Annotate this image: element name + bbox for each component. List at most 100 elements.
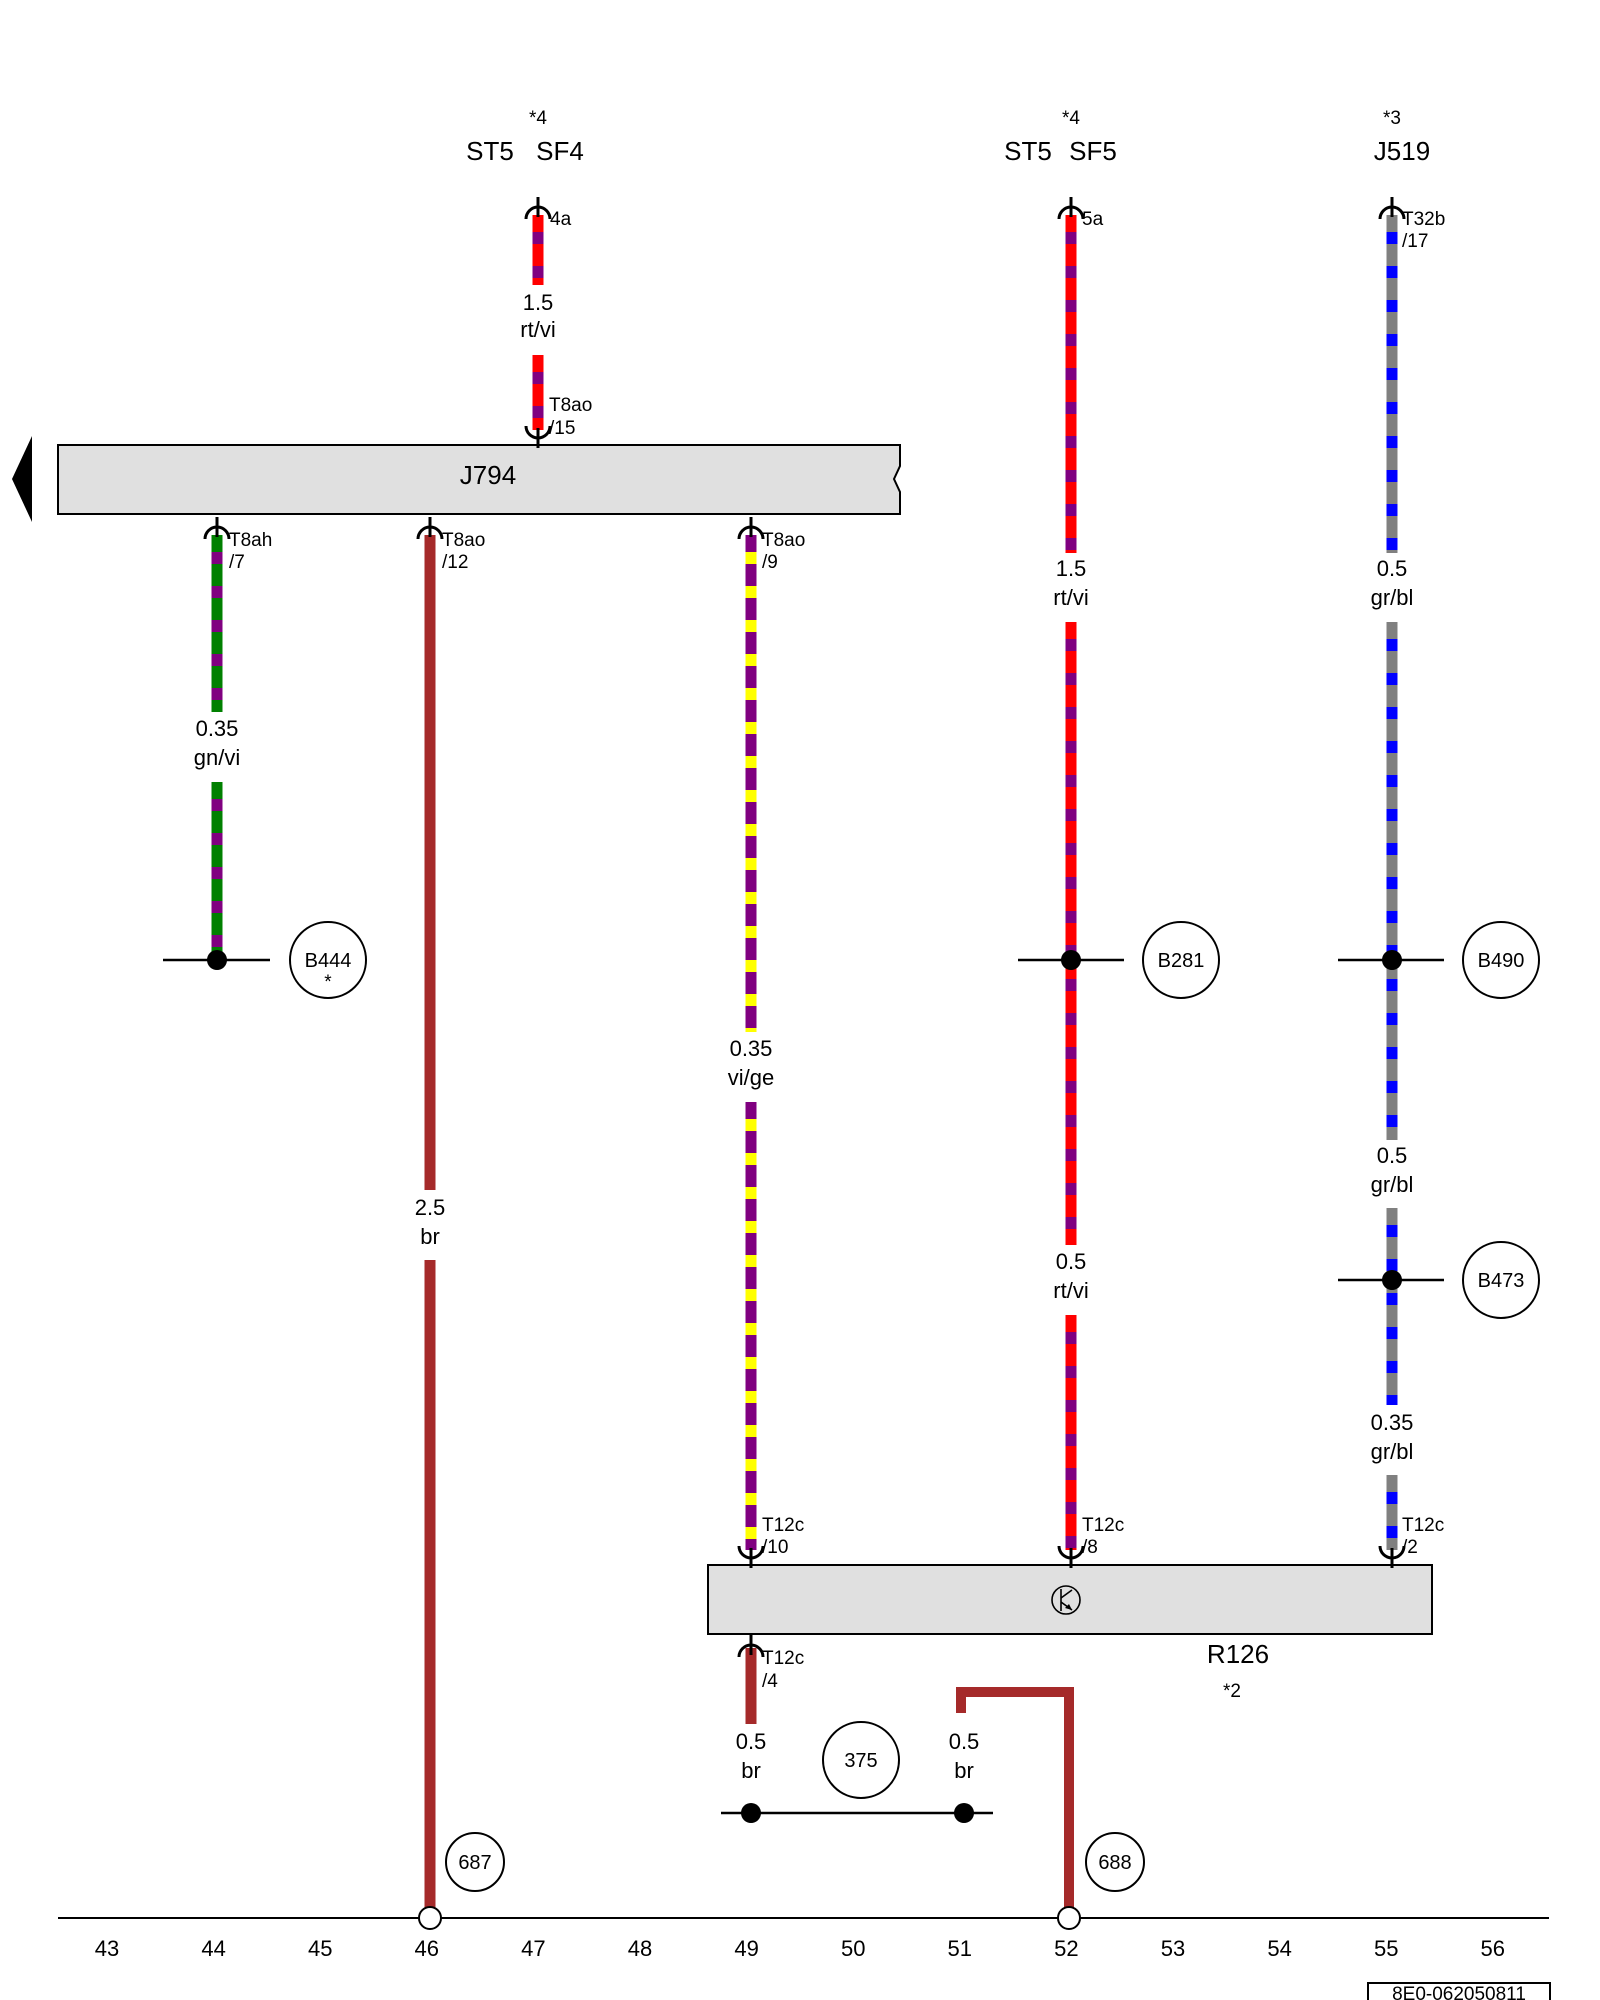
connection-point-687: 687 (445, 1832, 505, 1892)
connector-pin-icon (524, 197, 552, 220)
connector-pin-icon (203, 517, 231, 540)
document-id: 8E0-062050811 (1392, 1984, 1526, 2000)
wire-label-size: 1.5 (523, 290, 554, 315)
column-number: 46 (415, 1936, 439, 1961)
connection-point-375: 375 (822, 1721, 900, 1799)
component-r126-note: *2 (1223, 1681, 1241, 1702)
j794-arrow (12, 436, 32, 522)
pin-t12c-2: T12c (1402, 1515, 1444, 1536)
wire-label-size: 2.5 (415, 1195, 446, 1220)
label-sf4: SF4 (536, 136, 584, 166)
splice-dot (1061, 950, 1081, 970)
svg-text:B281: B281 (1158, 950, 1205, 972)
wire-label-size: 0.35 (196, 716, 239, 741)
splice-dot (207, 950, 227, 970)
connection-point-b473: B473 (1462, 1241, 1540, 1319)
wire-br-bridge (956, 1687, 1074, 1918)
splice-dot (741, 1803, 761, 1823)
pin-t32b: T32b (1402, 209, 1445, 230)
connection-point-b281: B281 (1142, 921, 1220, 999)
component-j794-label: J794 (460, 460, 516, 490)
connector-pin-icon (1378, 1545, 1406, 1568)
svg-text:688: 688 (1098, 1852, 1131, 1874)
pin-t8ah-7: T8ah (229, 530, 272, 551)
pin-t12c-2-num: /2 (1402, 1537, 1418, 1558)
pin-t12c-10-num: /10 (762, 1537, 788, 1558)
connection-point-688: 688 (1085, 1832, 1145, 1892)
wire-label-color: rt/vi (1053, 1278, 1088, 1303)
column-number: 52 (1054, 1936, 1078, 1961)
column-number: 54 (1267, 1936, 1291, 1961)
antenna-amplifier-icon (1051, 1585, 1081, 1615)
wire-label-color: rt/vi (520, 317, 555, 342)
wire-label-color: gr/bl (1371, 1439, 1414, 1464)
note-col47: *4 (529, 108, 547, 129)
svg-text:B444: B444 (305, 950, 352, 972)
wires-group (211, 215, 1398, 1918)
connector-pin-icon (737, 1635, 765, 1658)
ground-terminal (418, 1906, 442, 1930)
connection-point-b444: B444 * (289, 921, 367, 999)
splice-dot (1382, 1270, 1402, 1290)
column-number: 45 (308, 1936, 332, 1961)
pin-t8ao-12: T8ao (442, 530, 485, 551)
wire-label-size: 0.5 (1377, 1143, 1408, 1168)
splice-dot (954, 1803, 974, 1823)
column-number: 44 (201, 1936, 225, 1961)
connector-pin-icon (416, 517, 444, 540)
component-r126-label: R126 (1207, 1639, 1269, 1669)
connection-point-b490: B490 (1462, 921, 1540, 999)
wire-label-size: 0.35 (730, 1036, 773, 1061)
column-number: 53 (1161, 1936, 1185, 1961)
pin-5a: 5a (1082, 209, 1104, 230)
document-id-box: 8E0-062050811 (1367, 1982, 1551, 2000)
column-number: 56 (1481, 1936, 1505, 1961)
svg-text:687: 687 (458, 1852, 491, 1874)
connectors-group (203, 197, 1406, 1658)
label-j519: J519 (1374, 136, 1430, 166)
pin-t8ah-7-num: /7 (229, 552, 245, 573)
column-number: 50 (841, 1936, 865, 1961)
pin-t8ao-9: T8ao (762, 530, 805, 551)
connector-pin-icon (524, 425, 552, 448)
connector-pin-icon (1057, 1545, 1085, 1568)
column-number: 55 (1374, 1936, 1398, 1961)
wire-label-color: gr/bl (1371, 585, 1414, 610)
wire-label-size: 0.5 (736, 1729, 767, 1754)
wire-label-size: 0.5 (1056, 1249, 1087, 1274)
label-st5-col47: ST5 (466, 136, 514, 166)
pin-t12c-4-num: /4 (762, 1671, 778, 1692)
component-j794 (57, 444, 901, 515)
column-number: 51 (948, 1936, 972, 1961)
wire-label-size: 0.5 (1377, 556, 1408, 581)
wire-label-color: br (741, 1758, 761, 1783)
ground-terminal (1057, 1906, 1081, 1930)
wire-label-color: vi/ge (728, 1065, 774, 1090)
svg-text:B490: B490 (1478, 950, 1525, 972)
pin-4a: 4a (550, 209, 572, 230)
column-numbers: 43 44 45 46 47 48 49 50 51 52 53 54 55 56 (95, 1936, 1505, 1961)
svg-text:375: 375 (844, 1750, 877, 1772)
pin-t12c-8: T12c (1082, 1515, 1124, 1536)
note-col52: *4 (1062, 108, 1080, 129)
column-number: 47 (521, 1936, 545, 1961)
label-sf5: SF5 (1069, 136, 1117, 166)
column-number: 49 (734, 1936, 758, 1961)
wire-label-size: 0.5 (949, 1729, 980, 1754)
pin-t12c-8-num: /8 (1082, 1537, 1098, 1558)
column-number: 43 (95, 1936, 119, 1961)
wire-label-size: 1.5 (1056, 556, 1087, 581)
pin-t8ao-15: T8ao (549, 395, 592, 416)
connector-pin-icon (1378, 197, 1406, 220)
column-number: 48 (628, 1936, 652, 1961)
label-st5-col52: ST5 (1004, 136, 1052, 166)
wire-label-color: gr/bl (1371, 1172, 1414, 1197)
connector-pin-icon (1057, 197, 1085, 220)
pin-t12c-4: T12c (762, 1648, 804, 1669)
pin-t8ao-12-num: /12 (442, 552, 468, 573)
wire-label-color: gn/vi (194, 745, 240, 770)
pin-t32b-num: /17 (1402, 231, 1428, 252)
splice-dot (1382, 950, 1402, 970)
pin-t8ao-15-num: /15 (549, 418, 575, 439)
